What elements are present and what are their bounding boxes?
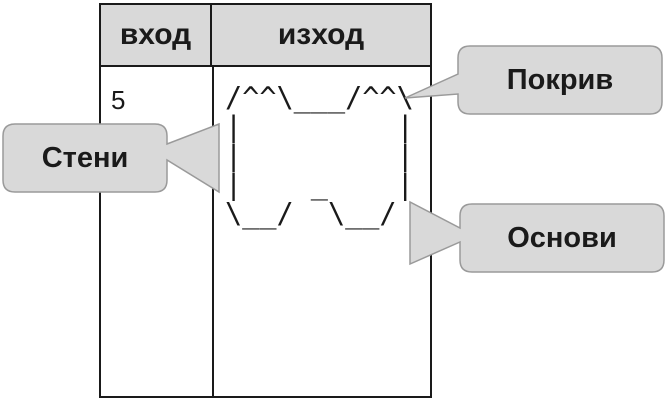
input-value: 5	[111, 85, 126, 115]
column-divider	[212, 67, 214, 396]
output-line: \__/ \__/	[225, 197, 397, 230]
callout-walls-bubble	[2, 122, 220, 194]
callout-roof-bubble	[404, 45, 663, 115]
output-line: /^^\___/^^\	[225, 81, 414, 114]
callout-roof-label: Покрив	[506, 63, 614, 96]
output-ascii-art: /^^\___/^^\ | | | | | _ | \__/ \__/	[225, 83, 414, 228]
header-input: вход	[101, 5, 212, 67]
callout-base-label: Основи	[507, 221, 617, 254]
header-output: изход	[212, 5, 430, 67]
io-table: вход изход 5 /^^\___/^^\ | | | | | _ | \…	[99, 3, 432, 398]
callout-base-bubble	[409, 200, 665, 273]
output-line: | |	[225, 110, 414, 143]
output-line: | |	[225, 139, 414, 172]
output-line: | _ |	[225, 168, 414, 201]
callout-walls-label: Стени	[41, 141, 129, 174]
